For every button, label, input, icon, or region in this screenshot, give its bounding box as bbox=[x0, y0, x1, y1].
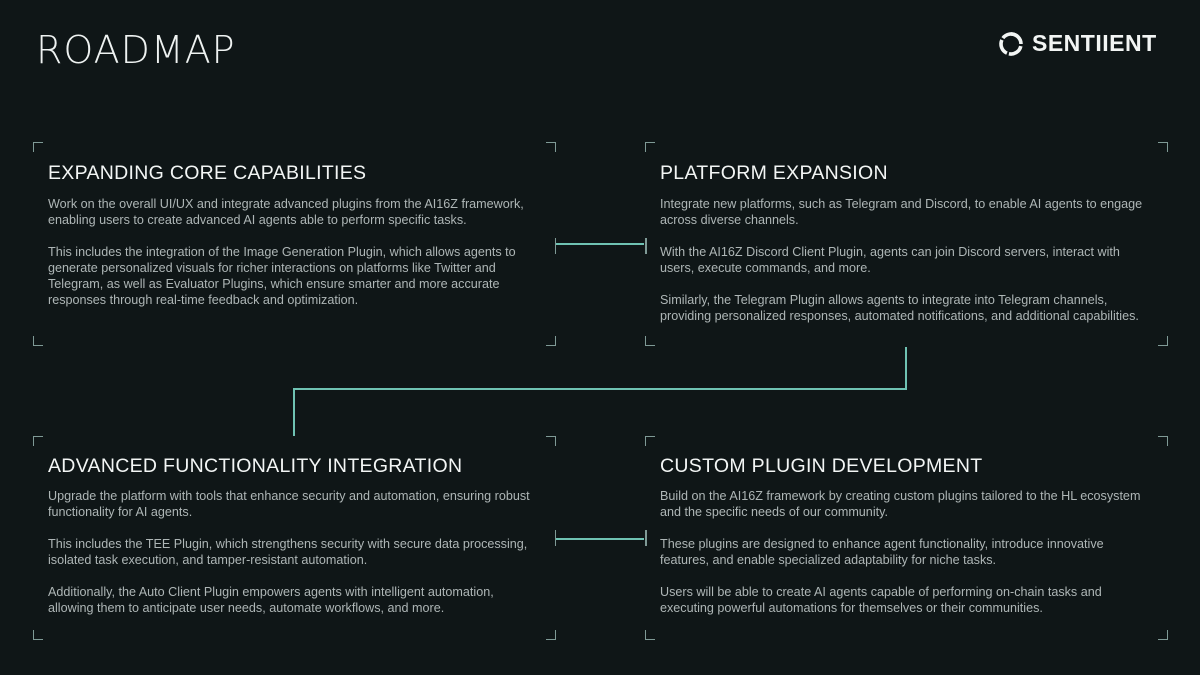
card-paragraph: These plugins are designed to enhance ag… bbox=[660, 537, 1104, 567]
card-advanced-functionality-integration: ADVANCED FUNCTIONALITY INTEGRATION Upgra… bbox=[33, 436, 556, 640]
card-paragraph: This includes the integration of the Ima… bbox=[48, 245, 516, 307]
connector-bottom-horizontal bbox=[556, 538, 644, 540]
card-custom-plugin-development: CUSTOM PLUGIN DEVELOPMENT Build on the A… bbox=[645, 436, 1168, 640]
page-title: ROADMAP bbox=[36, 28, 236, 72]
connector-middle-horizontal bbox=[293, 388, 907, 390]
card-body: Build on the AI16Z framework by creating… bbox=[660, 488, 1153, 616]
card-title: CUSTOM PLUGIN DEVELOPMENT bbox=[660, 455, 983, 477]
card-paragraph: Integrate new platforms, such as Telegra… bbox=[660, 197, 1143, 227]
card-paragraph: Work on the overall UI/UX and integrate … bbox=[48, 197, 524, 227]
card-title: EXPANDING CORE CAPABILITIES bbox=[48, 162, 367, 184]
connector-advanced-up bbox=[293, 388, 295, 436]
card-title: ADVANCED FUNCTIONALITY INTEGRATION bbox=[48, 455, 463, 477]
card-platform-expansion: PLATFORM EXPANSION Integrate new platfor… bbox=[645, 142, 1168, 346]
card-title: PLATFORM EXPANSION bbox=[660, 162, 888, 184]
card-body: Integrate new platforms, such as Telegra… bbox=[660, 196, 1153, 324]
card-paragraph: Similarly, the Telegram Plugin allows ag… bbox=[660, 293, 1139, 323]
card-paragraph: With the AI16Z Discord Client Plugin, ag… bbox=[660, 245, 1120, 275]
brand-name: SENTIIENT bbox=[1032, 30, 1157, 56]
card-body: Upgrade the platform with tools that enh… bbox=[48, 488, 541, 616]
brand-logo: SENTIIENT bbox=[998, 30, 1157, 57]
card-body: Work on the overall UI/UX and integrate … bbox=[48, 196, 541, 308]
connector-platform-down bbox=[905, 347, 907, 389]
card-paragraph: Build on the AI16Z framework by creating… bbox=[660, 489, 1141, 519]
card-paragraph: Upgrade the platform with tools that enh… bbox=[48, 489, 530, 519]
card-paragraph: Users will be able to create AI agents c… bbox=[660, 585, 1102, 615]
connector-top-horizontal bbox=[556, 243, 644, 245]
ring-logo-icon bbox=[998, 31, 1024, 57]
card-expanding-core-capabilities: EXPANDING CORE CAPABILITIES Work on the … bbox=[33, 142, 556, 346]
card-paragraph: This includes the TEE Plugin, which stre… bbox=[48, 537, 528, 567]
card-paragraph: Additionally, the Auto Client Plugin emp… bbox=[48, 585, 494, 615]
